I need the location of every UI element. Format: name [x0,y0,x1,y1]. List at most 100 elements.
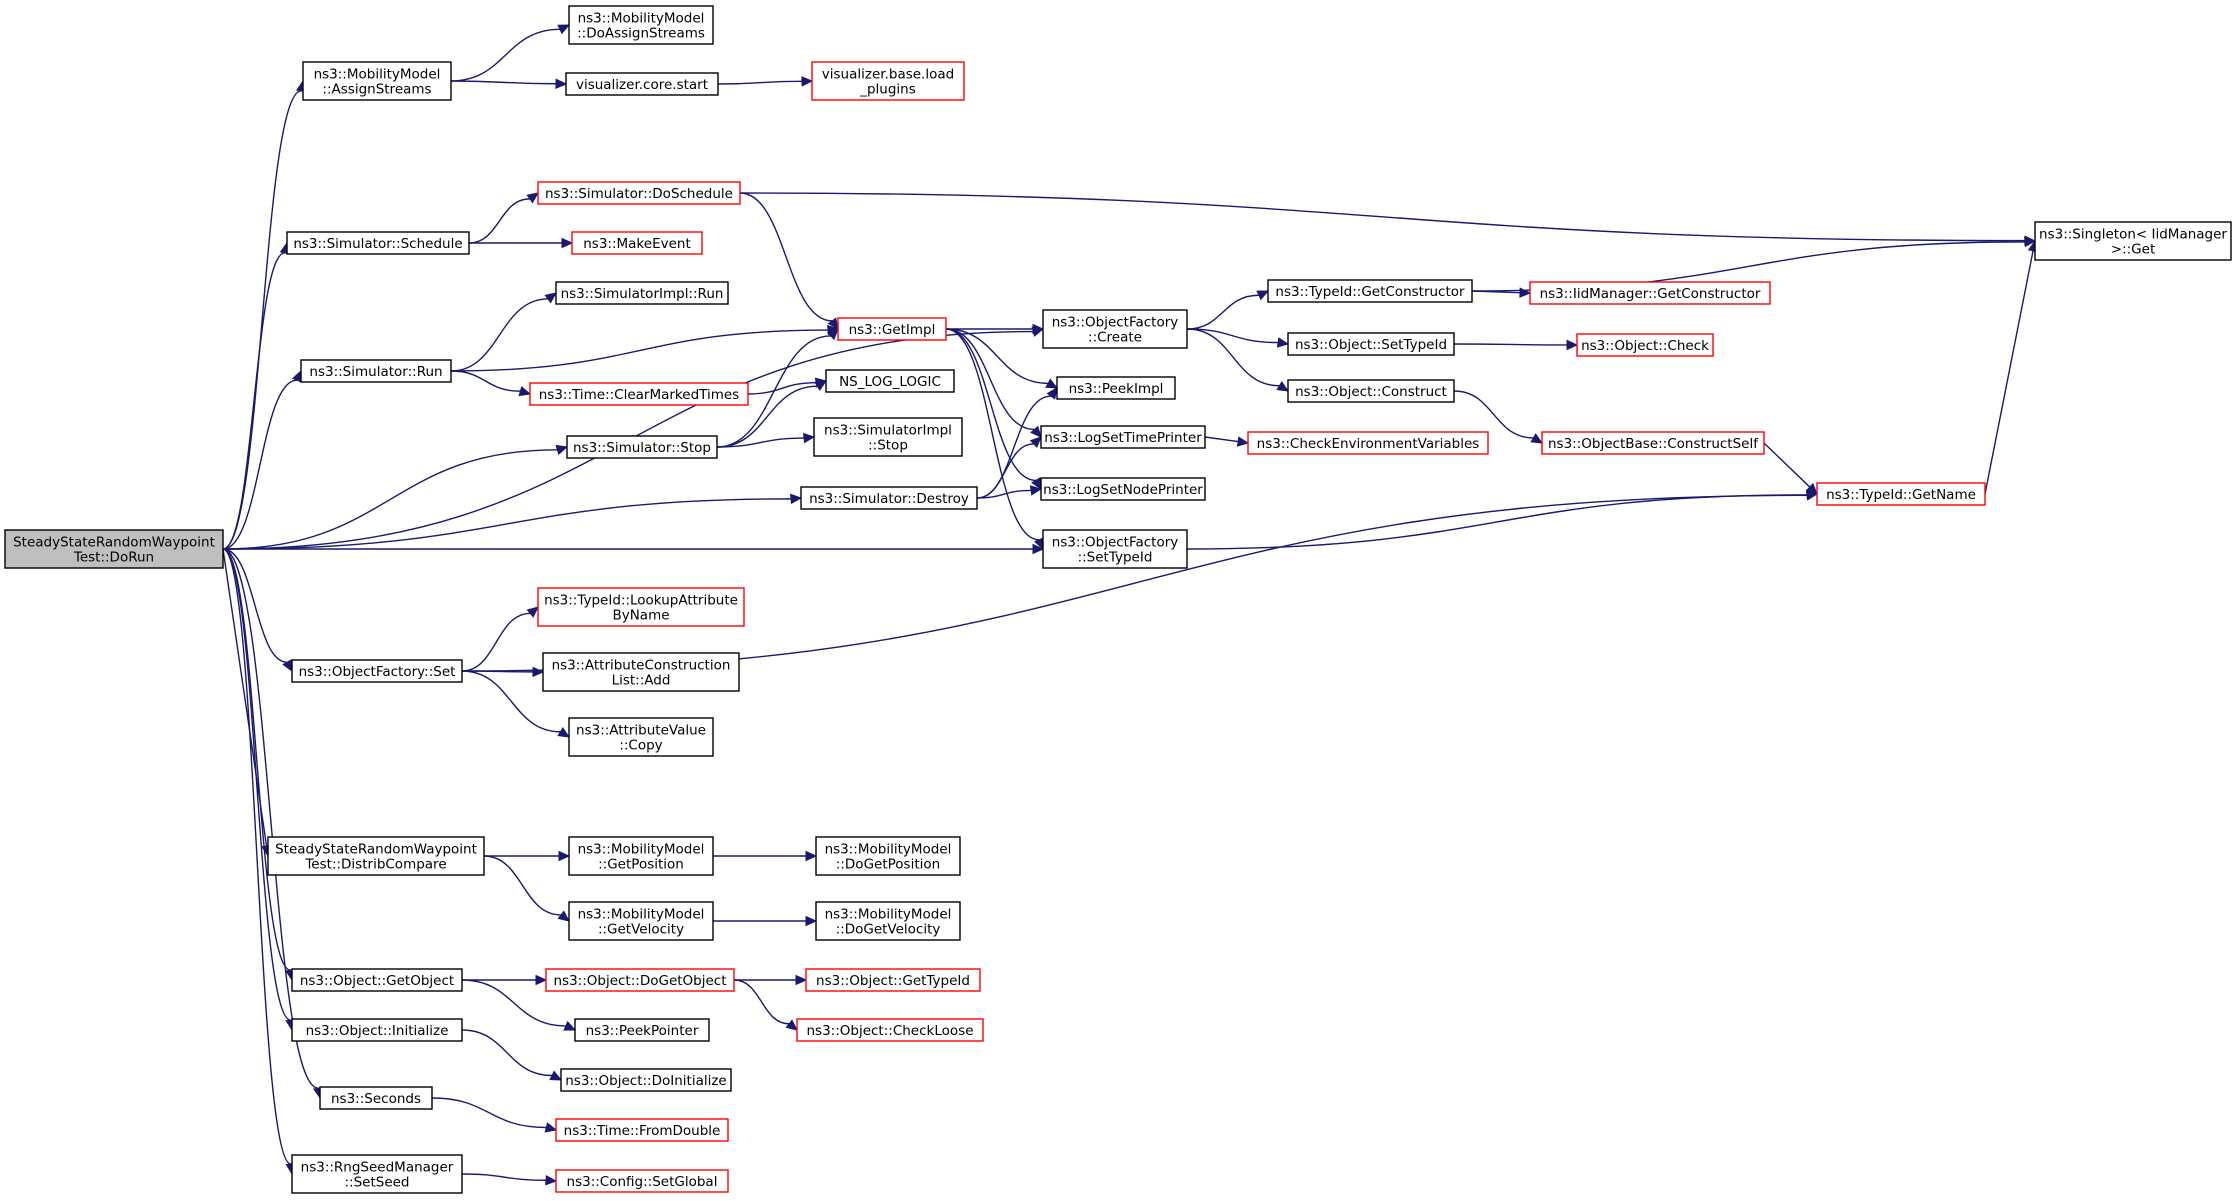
node-sim-run[interactable]: ns3::Simulator::Run [300,359,452,383]
node-box [566,435,718,459]
node-box [815,901,961,941]
node-simimpl-stop[interactable]: ns3::SimulatorImpl::Stop [813,417,963,457]
node-clear-marked[interactable]: ns3::Time::ClearMarkedTimes [529,382,749,406]
arrowhead-icon [555,444,569,456]
node-box [565,72,719,96]
call-edge-sim_stop-to-ns_log_logic [716,380,828,448]
node-obj-checkloose[interactable]: ns3::Object::CheckLoose [796,1018,984,1042]
node-fromdouble[interactable]: ns3::Time::FromDouble [555,1118,729,1142]
arrowhead-icon [1046,387,1058,400]
arrowhead-icon [1032,323,1045,335]
node-typeid-getname[interactable]: ns3::TypeId::GetName [1816,482,1986,506]
node-check-env[interactable]: ns3::CheckEnvironmentVariables [1247,431,1489,455]
node-of-set[interactable]: ns3::ObjectFactory::Set [291,659,463,683]
node-sim-dosched[interactable]: ns3::Simulator::DoSchedule [537,181,741,205]
node-label: ns3::ObjectBase::ConstructSelf [1548,436,1759,452]
node-box [1576,333,1714,357]
call-edge-typeid_getname-to-singleton_get [1984,239,2039,495]
node-getimpl[interactable]: ns3::GetImpl [837,317,947,341]
node-obj-check[interactable]: ns3::Object::Check [1576,333,1714,357]
node-obj-doinit[interactable]: ns3::Object::DoInitialize [560,1068,732,1092]
node-box [568,717,714,757]
node-obj-construct[interactable]: ns3::Object::Construct [1287,379,1455,403]
node-label: ns3::Object::DoGetObject [553,973,726,989]
node-viz-load[interactable]: visualizer.base.load_plugins [811,61,965,101]
node-box [1040,477,1206,501]
arrowhead-icon [1276,381,1290,392]
node-logsetnode[interactable]: ns3::LogSetNodePrinter [1040,477,1206,501]
node-label: ns3::Simulator::Run [309,364,442,380]
node-config-setglobal[interactable]: ns3::Config::SetGlobal [555,1169,729,1193]
node-mm-getvel[interactable]: ns3::MobilityModel::GetVelocity [568,901,714,941]
arrowhead-icon [1805,490,1819,501]
call-edge-sim_destroy-to-logsetnode [976,485,1043,499]
node-label: ns3::PeekImpl [1069,381,1164,397]
node-av-copy[interactable]: ns3::AttributeValue::Copy [568,717,714,757]
node-mm-dogetvel[interactable]: ns3::MobilityModel::DoGetVelocity [815,901,961,941]
node-peekimpl[interactable]: ns3::PeekImpl [1056,376,1176,400]
node-box [319,1086,433,1110]
node-sim-stop[interactable]: ns3::Simulator::Stop [566,435,718,459]
arrowhead-icon [805,850,818,862]
node-ns-log-logic[interactable]: NS_LOG_LOGIC [825,369,955,393]
node-obj-init[interactable]: ns3::Object::Initialize [291,1018,463,1042]
arrowhead-icon [1030,425,1042,438]
node-obj-gettypeid[interactable]: ns3::Object::GetTypeId [805,968,981,992]
call-edge-getimpl-to-logsettime [945,328,1042,438]
arrowhead-icon [785,1019,798,1031]
node-box [1247,431,1489,455]
node-box [529,382,749,406]
node-of-settypeid[interactable]: ns3::ObjectFactory::SetTypeId [1042,529,1188,569]
node-obj-dogetobject[interactable]: ns3::Object::DoGetObject [545,968,735,992]
call-edge-sim_sched-to-make_event [469,237,574,249]
node-distrib[interactable]: SteadyStateRandomWaypointTest::DistribCo… [267,836,485,876]
node-label: ::DoGetPosition [836,857,940,873]
node-of-create[interactable]: ns3::ObjectFactory::Create [1042,309,1188,349]
call-edge-sim_run-to-simimpl_run [450,292,557,372]
node-label: ByName [612,608,669,624]
node-viz-start[interactable]: visualizer.core.start [565,72,719,96]
call-edge-of_create-to-obj_gettypeid_static [1186,328,1290,348]
node-obj-gettypeid-static[interactable]: ns3::Object::SetTypeId [1287,332,1455,356]
node-seconds[interactable]: ns3::Seconds [319,1086,433,1110]
node-objbase-construct[interactable]: ns3::ObjectBase::ConstructSelf [1541,431,1765,455]
call-nodes: SteadyStateRandomWaypointTest::DoRunns3:… [4,5,2232,1194]
node-label: ns3::SimulatorImpl::Run [561,286,724,302]
node-box [291,1154,463,1194]
node-sim-destroy[interactable]: ns3::Simulator::Destroy [800,486,978,510]
node-box [291,659,463,683]
node-label: ::Create [1088,330,1142,346]
node-mm-assign[interactable]: ns3::MobilityModel::AssignStreams [302,61,452,101]
node-mm-doassign[interactable]: ns3::MobilityModel::DoAssignStreams [568,5,714,45]
call-edge-obj_getobject-to-peekpointer [461,979,577,1031]
node-box [4,529,224,569]
call-edge-rng_setseed-to-config_setglobal [461,1173,558,1186]
node-iid-getctor[interactable]: ns3::IidManager::GetConstructor [1529,281,1771,305]
node-simimpl-run[interactable]: ns3::SimulatorImpl::Run [555,281,729,305]
node-label: >::Get [2111,242,2155,258]
arrowhead-icon [1566,339,1579,351]
node-sim-sched[interactable]: ns3::Simulator::Schedule [286,231,470,255]
node-box [805,968,981,992]
node-rng-setseed[interactable]: ns3::RngSeedManager::SetSeed [291,1154,463,1194]
node-singleton-get[interactable]: ns3::Singleton< IidManager >::Get [2034,221,2232,261]
node-make-event[interactable]: ns3::MakeEvent [571,231,703,255]
node-label: ns3::AttributeConstruction [552,658,731,674]
arrowhead-icon [1029,485,1043,496]
node-peekpointer[interactable]: ns3::PeekPointer [574,1018,710,1042]
node-label: ns3::RngSeedManager [301,1160,454,1176]
call-edge-root-to-of_settypeid [223,543,1045,555]
node-mm-getpos[interactable]: ns3::MobilityModel::GetPosition [568,836,714,876]
arrowhead-icon [549,1070,563,1081]
node-logsettime[interactable]: ns3::LogSetTimePrinter [1040,425,1206,449]
node-typeid-getctor[interactable]: ns3::TypeId::GetConstructor [1267,279,1473,303]
arrowhead-icon [1519,287,1532,298]
call-edge-root-to-sim_destroy [222,493,803,550]
node-obj-getobject[interactable]: ns3::Object::GetObject [291,968,463,992]
node-mm-dogetpos[interactable]: ns3::MobilityModel::DoGetPosition [815,836,961,876]
node-label: SteadyStateRandomWaypoint [275,842,477,858]
